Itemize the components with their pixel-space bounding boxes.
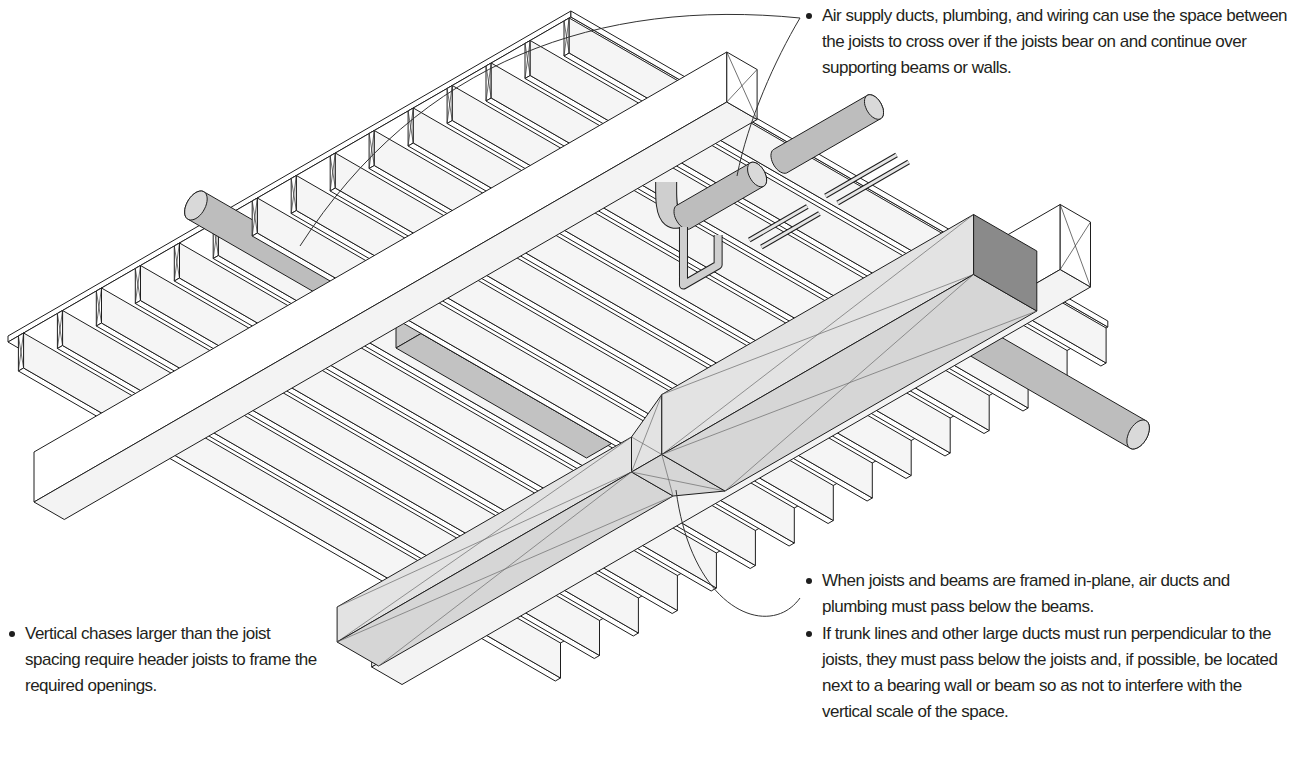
support-beam-side [34,52,727,502]
floor-joist-cut-mark [330,153,335,191]
floor-joist-side [291,176,296,214]
vent-pipe-outline [683,227,718,285]
support-beam-underside [34,102,757,520]
vent-pipe [683,227,718,285]
floor-joist-cut-mark [525,41,530,79]
plumbing-pipe-end [865,95,884,120]
bullet-dot [9,631,15,637]
floor-joist-side [369,131,374,169]
floor-joist-cut-mark [135,266,140,304]
floor-joist-cut-mark [408,108,413,146]
floor-joist-cut-mark [174,243,179,281]
callout-note: Air supply ducts, plumbing, and wiring c… [805,3,1291,81]
wiring-conduit-outline [838,162,909,203]
support-beam-end [727,52,757,120]
floor-joist-side [18,333,23,371]
floor-joist-side [408,108,413,146]
in-plane-beam-cut-mark [1060,205,1090,288]
in-plane-beam-underside [372,270,1091,685]
pipe-below-beam [967,328,1150,450]
callout-note: Vertical chases larger than the joist sp… [8,621,320,699]
floor-joist-side [174,243,179,281]
in-plane-beam-cut-mark [1060,222,1090,270]
floor-joist-side [57,311,62,349]
floor-joist-cut-mark [252,198,257,236]
trunk-duct-crease [379,472,632,666]
floor-joist-cut-mark [369,131,374,169]
wiring-conduit [761,214,819,248]
plumbing-pipe [674,162,767,229]
duct-transition-crease [662,455,673,497]
trunk-duct-underside [662,275,1037,492]
floor-joist-cut-mark [57,311,62,349]
plumbing-pipe-end [748,162,767,187]
trunk-duct-crease [725,275,974,492]
plumbing-pipe [771,95,884,174]
floor-joist-cut-mark [18,333,23,371]
in-plane-beam-end [1060,205,1090,288]
leader-line [300,14,800,246]
leader-line [676,490,800,616]
note-text: Air supply ducts, plumbing, and wiring c… [822,3,1291,81]
floor-joist-side [135,266,140,304]
callout-note: When joists and beams are framed in-plan… [805,568,1291,620]
duct-transition-crease [632,437,662,455]
note-text: If trunk lines and other large ducts mus… [822,621,1291,725]
floor-joist-cut-mark [291,176,296,214]
floor-joist-cut-mark [96,288,101,326]
floor-joist-side [252,198,257,236]
bullet-dot [806,631,812,637]
floor-joist-side [525,41,530,79]
note-text: When joists and beams are framed in-plan… [822,568,1291,620]
trunk-duct-underside [337,472,673,666]
floor-joist-side [96,288,101,326]
floor-joist-side [330,153,335,191]
support-beam-cut-mark [727,52,757,120]
wiring-conduit-outline [761,214,819,248]
wiring-conduit [838,162,909,203]
note-text: Vertical chases larger than the joist sp… [25,621,320,699]
round-supply-duct-end [185,191,208,220]
pipe-below-beam-end [1127,420,1150,449]
callout-note: If trunk lines and other large ducts mus… [805,621,1291,725]
leader-line [737,18,800,176]
bullet-dot [806,13,812,19]
bullet-dot [806,578,812,584]
trunk-duct-end [974,215,1037,312]
support-beam-cut-mark [727,70,757,103]
